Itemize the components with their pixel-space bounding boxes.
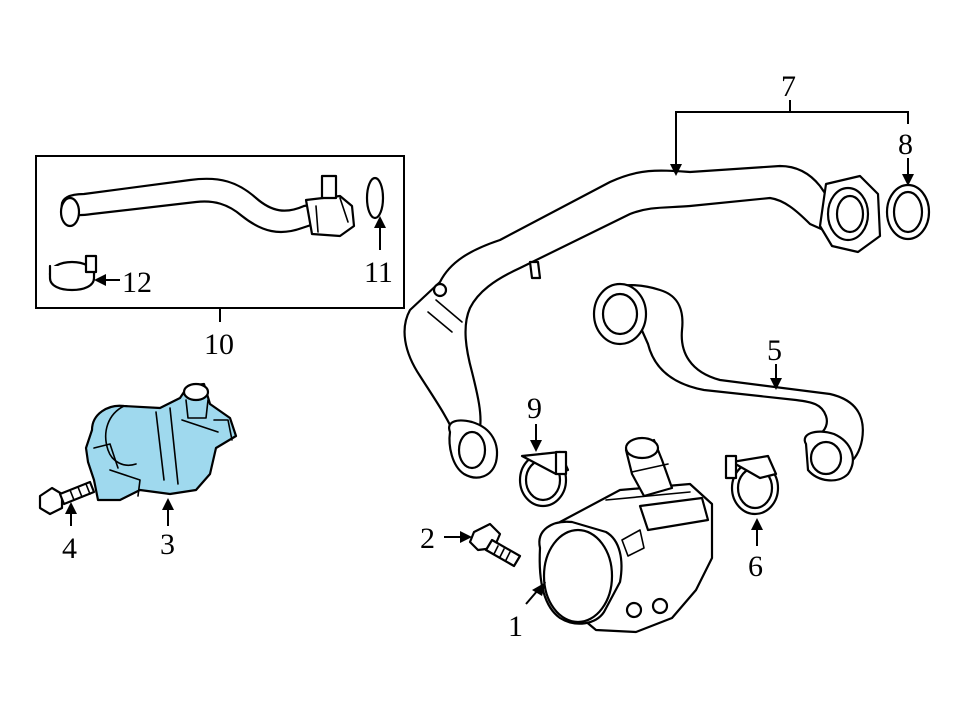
callout-2: 2 bbox=[420, 522, 435, 555]
callout-3: 3 bbox=[160, 528, 175, 561]
callout-11: 11 bbox=[364, 256, 393, 289]
leader-lines bbox=[65, 100, 914, 605]
callout-1: 1 bbox=[508, 610, 523, 643]
thermostat-housing bbox=[84, 382, 238, 502]
callout-10: 10 bbox=[204, 328, 234, 361]
kit-box bbox=[35, 155, 405, 322]
hose-clamp-9 bbox=[518, 450, 570, 508]
upper-coolant-pipe bbox=[403, 164, 882, 479]
lower-coolant-hose bbox=[592, 282, 864, 482]
electric-water-pump bbox=[538, 436, 714, 634]
hose-clamp-6 bbox=[724, 454, 780, 516]
callout-7: 7 bbox=[781, 70, 796, 103]
callout-9: 9 bbox=[527, 392, 542, 425]
callout-12: 12 bbox=[122, 266, 152, 299]
pump-bolt bbox=[468, 522, 522, 568]
thermostat-highlight bbox=[84, 382, 238, 502]
kit-hose bbox=[59, 174, 356, 238]
thermostat-bolt bbox=[38, 480, 96, 516]
o-ring-kit bbox=[365, 176, 385, 220]
callout-5: 5 bbox=[767, 334, 782, 367]
o-ring bbox=[885, 183, 931, 241]
callout-8: 8 bbox=[898, 128, 913, 161]
callout-4: 4 bbox=[62, 532, 77, 565]
callout-6: 6 bbox=[748, 550, 763, 583]
kit-clamp bbox=[48, 254, 98, 292]
